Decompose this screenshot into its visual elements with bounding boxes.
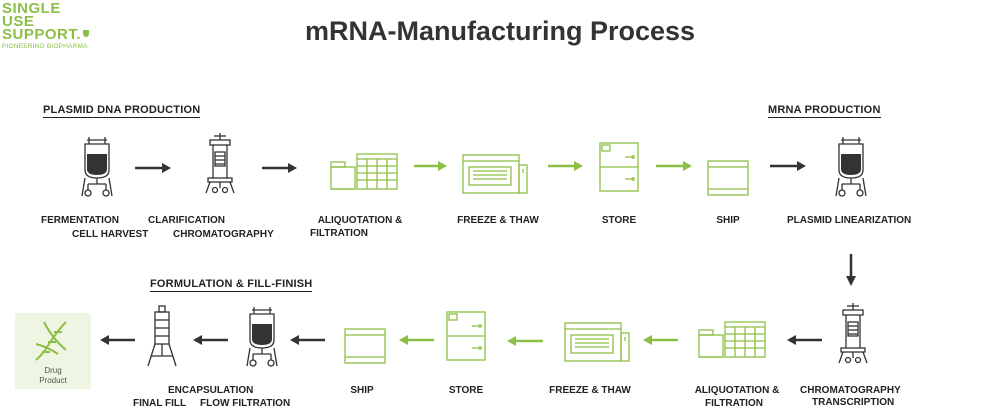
aliquotation-filtration-icon-1 xyxy=(330,153,398,190)
company-logo: SINGLE USE SUPPORT. PIONEERING BIOPHARMA xyxy=(2,0,90,50)
arrow-clarification-to-aliquotation xyxy=(262,163,297,173)
label-plasmid-linearization: PLASMID LINEARIZATION xyxy=(787,215,912,226)
fermentation-bioreactor-icon xyxy=(81,136,113,197)
page-title: mRNA-Manufacturing Process xyxy=(304,16,696,46)
drug-product-label-line-1: Drug xyxy=(44,366,62,375)
aliquotation-filtration-icon-2 xyxy=(698,321,766,358)
label-ship-2: SHIP xyxy=(350,385,374,396)
store-cabinet-icon-1 xyxy=(599,142,639,192)
label-cell-harvest: CELL HARVEST xyxy=(72,229,149,240)
arrow-aliquotation-to-freeze-2 xyxy=(643,335,678,345)
arrow-store-to-ship xyxy=(656,161,692,171)
arrow-freeze-to-store xyxy=(548,161,583,171)
plasmid-linearization-bioreactor-icon xyxy=(835,136,867,197)
logo-tagline: PIONEERING BIOPHARMA xyxy=(2,43,88,50)
label-freeze-thaw-1: FREEZE & THAW xyxy=(457,215,539,226)
label-clarification: CLARIFICATION xyxy=(148,215,226,226)
dna-helix-icon xyxy=(35,321,67,361)
label-aliquotation-filtration-2: ALIQUOTATION & FILTRATION xyxy=(687,384,787,410)
drug-product-label: Drug Product xyxy=(15,366,91,386)
label-aliquotation-2: ALIQUOTATION & xyxy=(694,385,780,396)
ship-container-icon-2 xyxy=(344,328,386,364)
section-plasmid-dna-production: PLASMID DNA PRODUCTION xyxy=(43,104,201,118)
label-chromatography-2: CHROMATOGRAPHY xyxy=(800,385,901,396)
section-mrna-production: MRNA PRODUCTION xyxy=(768,104,881,118)
encapsulation-column-icon xyxy=(147,305,177,367)
arrow-transcription-to-aliquotation xyxy=(787,335,822,345)
label-filtration-2: FILTRATION xyxy=(705,398,763,409)
logo-line-2: USE xyxy=(2,13,35,30)
arrow-ship-to-flow-filtration xyxy=(290,335,325,345)
store-cabinet-icon-2 xyxy=(446,311,486,361)
label-aliquotation-1: ALIQUOTATION & xyxy=(317,215,403,226)
arrow-freeze-to-store-2 xyxy=(507,336,543,346)
label-ship-1: SHIP xyxy=(716,215,740,226)
arrow-aliquotation-to-freeze xyxy=(414,161,447,171)
freeze-thaw-icon-2 xyxy=(564,322,630,362)
logo-line-3: SUPPORT. xyxy=(2,27,90,42)
label-freeze-thaw-2: FREEZE & THAW xyxy=(549,385,631,396)
label-store-2: STORE xyxy=(448,385,484,396)
label-store-1: STORE xyxy=(601,215,637,226)
label-chromatography-1: CHROMATOGRAPHY xyxy=(173,229,274,240)
arrow-flow-filtration-to-encapsulation xyxy=(193,335,228,345)
section-formulation-fill-finish: FORMULATION & FILL-FINISH xyxy=(150,278,313,292)
arrow-linearization-to-transcription xyxy=(846,254,856,286)
arrow-fermentation-to-clarification xyxy=(135,163,171,173)
label-final-fill: FINAL FILL xyxy=(133,398,187,409)
label-fermentation: FERMENTATION xyxy=(41,215,119,226)
label-encapsulation: ENCAPSULATION xyxy=(168,385,254,396)
label-transcription: TRANSCRIPTION xyxy=(812,397,895,408)
label-flow-filtration: FLOW FILTRATION xyxy=(200,398,291,409)
logo-line-1: SINGLE xyxy=(2,0,61,17)
clarification-press-icon xyxy=(205,132,235,194)
drug-product-label-line-2: Product xyxy=(39,376,67,385)
ship-container-icon-1 xyxy=(707,160,749,196)
arrow-store-to-ship-2 xyxy=(399,335,434,345)
logo-leaf-icon xyxy=(83,30,90,37)
transcription-press-icon xyxy=(838,302,868,364)
arrow-ship-to-linearization xyxy=(770,161,806,171)
flow-filtration-bioreactor-icon xyxy=(246,306,278,367)
freeze-thaw-icon-1 xyxy=(462,154,528,194)
arrow-encapsulation-to-drug-product xyxy=(100,335,135,345)
label-aliquotation-filtration-1: ALIQUOTATION & FILTRATION xyxy=(310,214,410,240)
label-filtration-1: FILTRATION xyxy=(310,228,368,239)
